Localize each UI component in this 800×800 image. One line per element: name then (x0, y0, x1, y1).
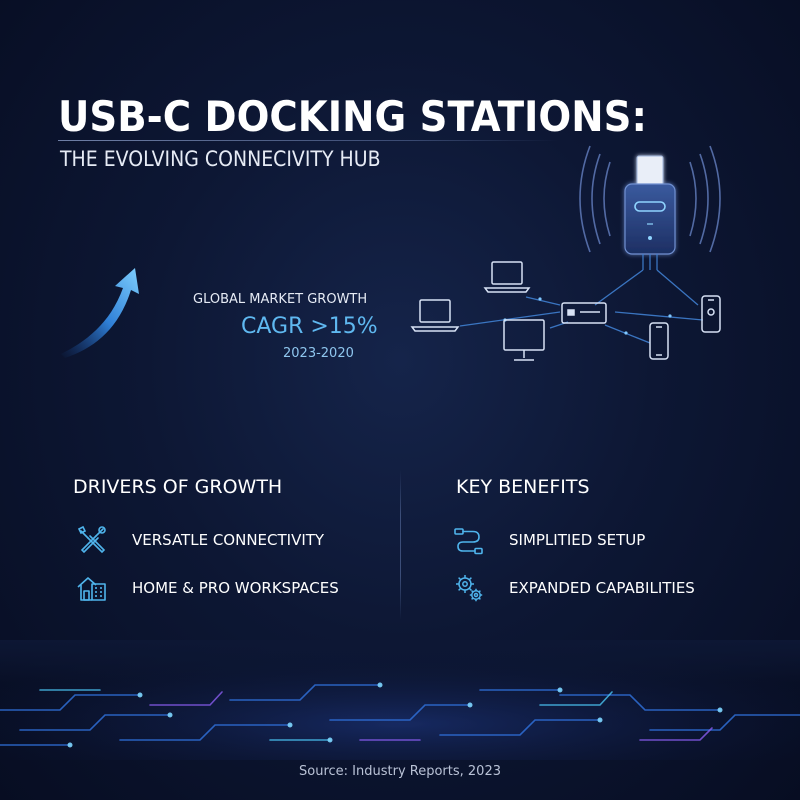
benefit-item-label: EXPANDED CAPABILITIES (509, 579, 695, 597)
main-title: USB-C DOCKING STATIONS: (58, 92, 647, 141)
benefit-item-label: SIMPLITIED SETUP (509, 531, 646, 549)
drivers-section-title: DRIVERS OF GROWTH (73, 476, 283, 498)
smartphone-icon (701, 295, 721, 333)
usb-c-dongle-icon (624, 155, 676, 255)
market-growth-period: 2023-2020 (283, 346, 354, 361)
docking-hub-icon (561, 302, 607, 324)
market-growth-value: CAGR >15% (241, 314, 378, 339)
smartphone-2-icon (649, 322, 669, 360)
benefits-section-title: KEY BENEFITS (456, 476, 590, 498)
tools-icon (77, 525, 106, 554)
signal-waves-icon (579, 145, 721, 253)
section-divider (400, 470, 401, 620)
growth-arrow-icon (61, 268, 139, 358)
subtitle: THE EVOLVING CONNECIVITY HUB (60, 147, 381, 171)
gears-icon (456, 575, 483, 602)
laptop-icon (483, 261, 531, 293)
driver-item-workspaces: HOME & PRO WORKSPACES (76, 572, 339, 604)
monitor-icon (503, 319, 545, 361)
cable-icon (454, 528, 483, 555)
benefit-item-simplified-setup: SIMPLITIED SETUP (453, 524, 645, 556)
benefit-item-expanded-capabilities: EXPANDED CAPABILITIES (453, 572, 695, 604)
driver-item-versatile-connectivity: VERSATLE CONNECTIVITY (76, 524, 324, 556)
house-building-icon (77, 577, 106, 601)
source-citation: Source: Industry Reports, 2023 (299, 764, 501, 779)
title-underline (58, 140, 558, 141)
circuit-board-decoration (0, 640, 800, 760)
market-growth-label: GLOBAL MARKET GROWTH (193, 292, 368, 307)
laptop-left-icon (410, 299, 460, 332)
connectivity-network-illustration (410, 145, 721, 361)
connection-lines (459, 254, 704, 344)
driver-item-label: VERSATLE CONNECTIVITY (132, 531, 325, 549)
driver-item-label: HOME & PRO WORKSPACES (132, 579, 339, 597)
